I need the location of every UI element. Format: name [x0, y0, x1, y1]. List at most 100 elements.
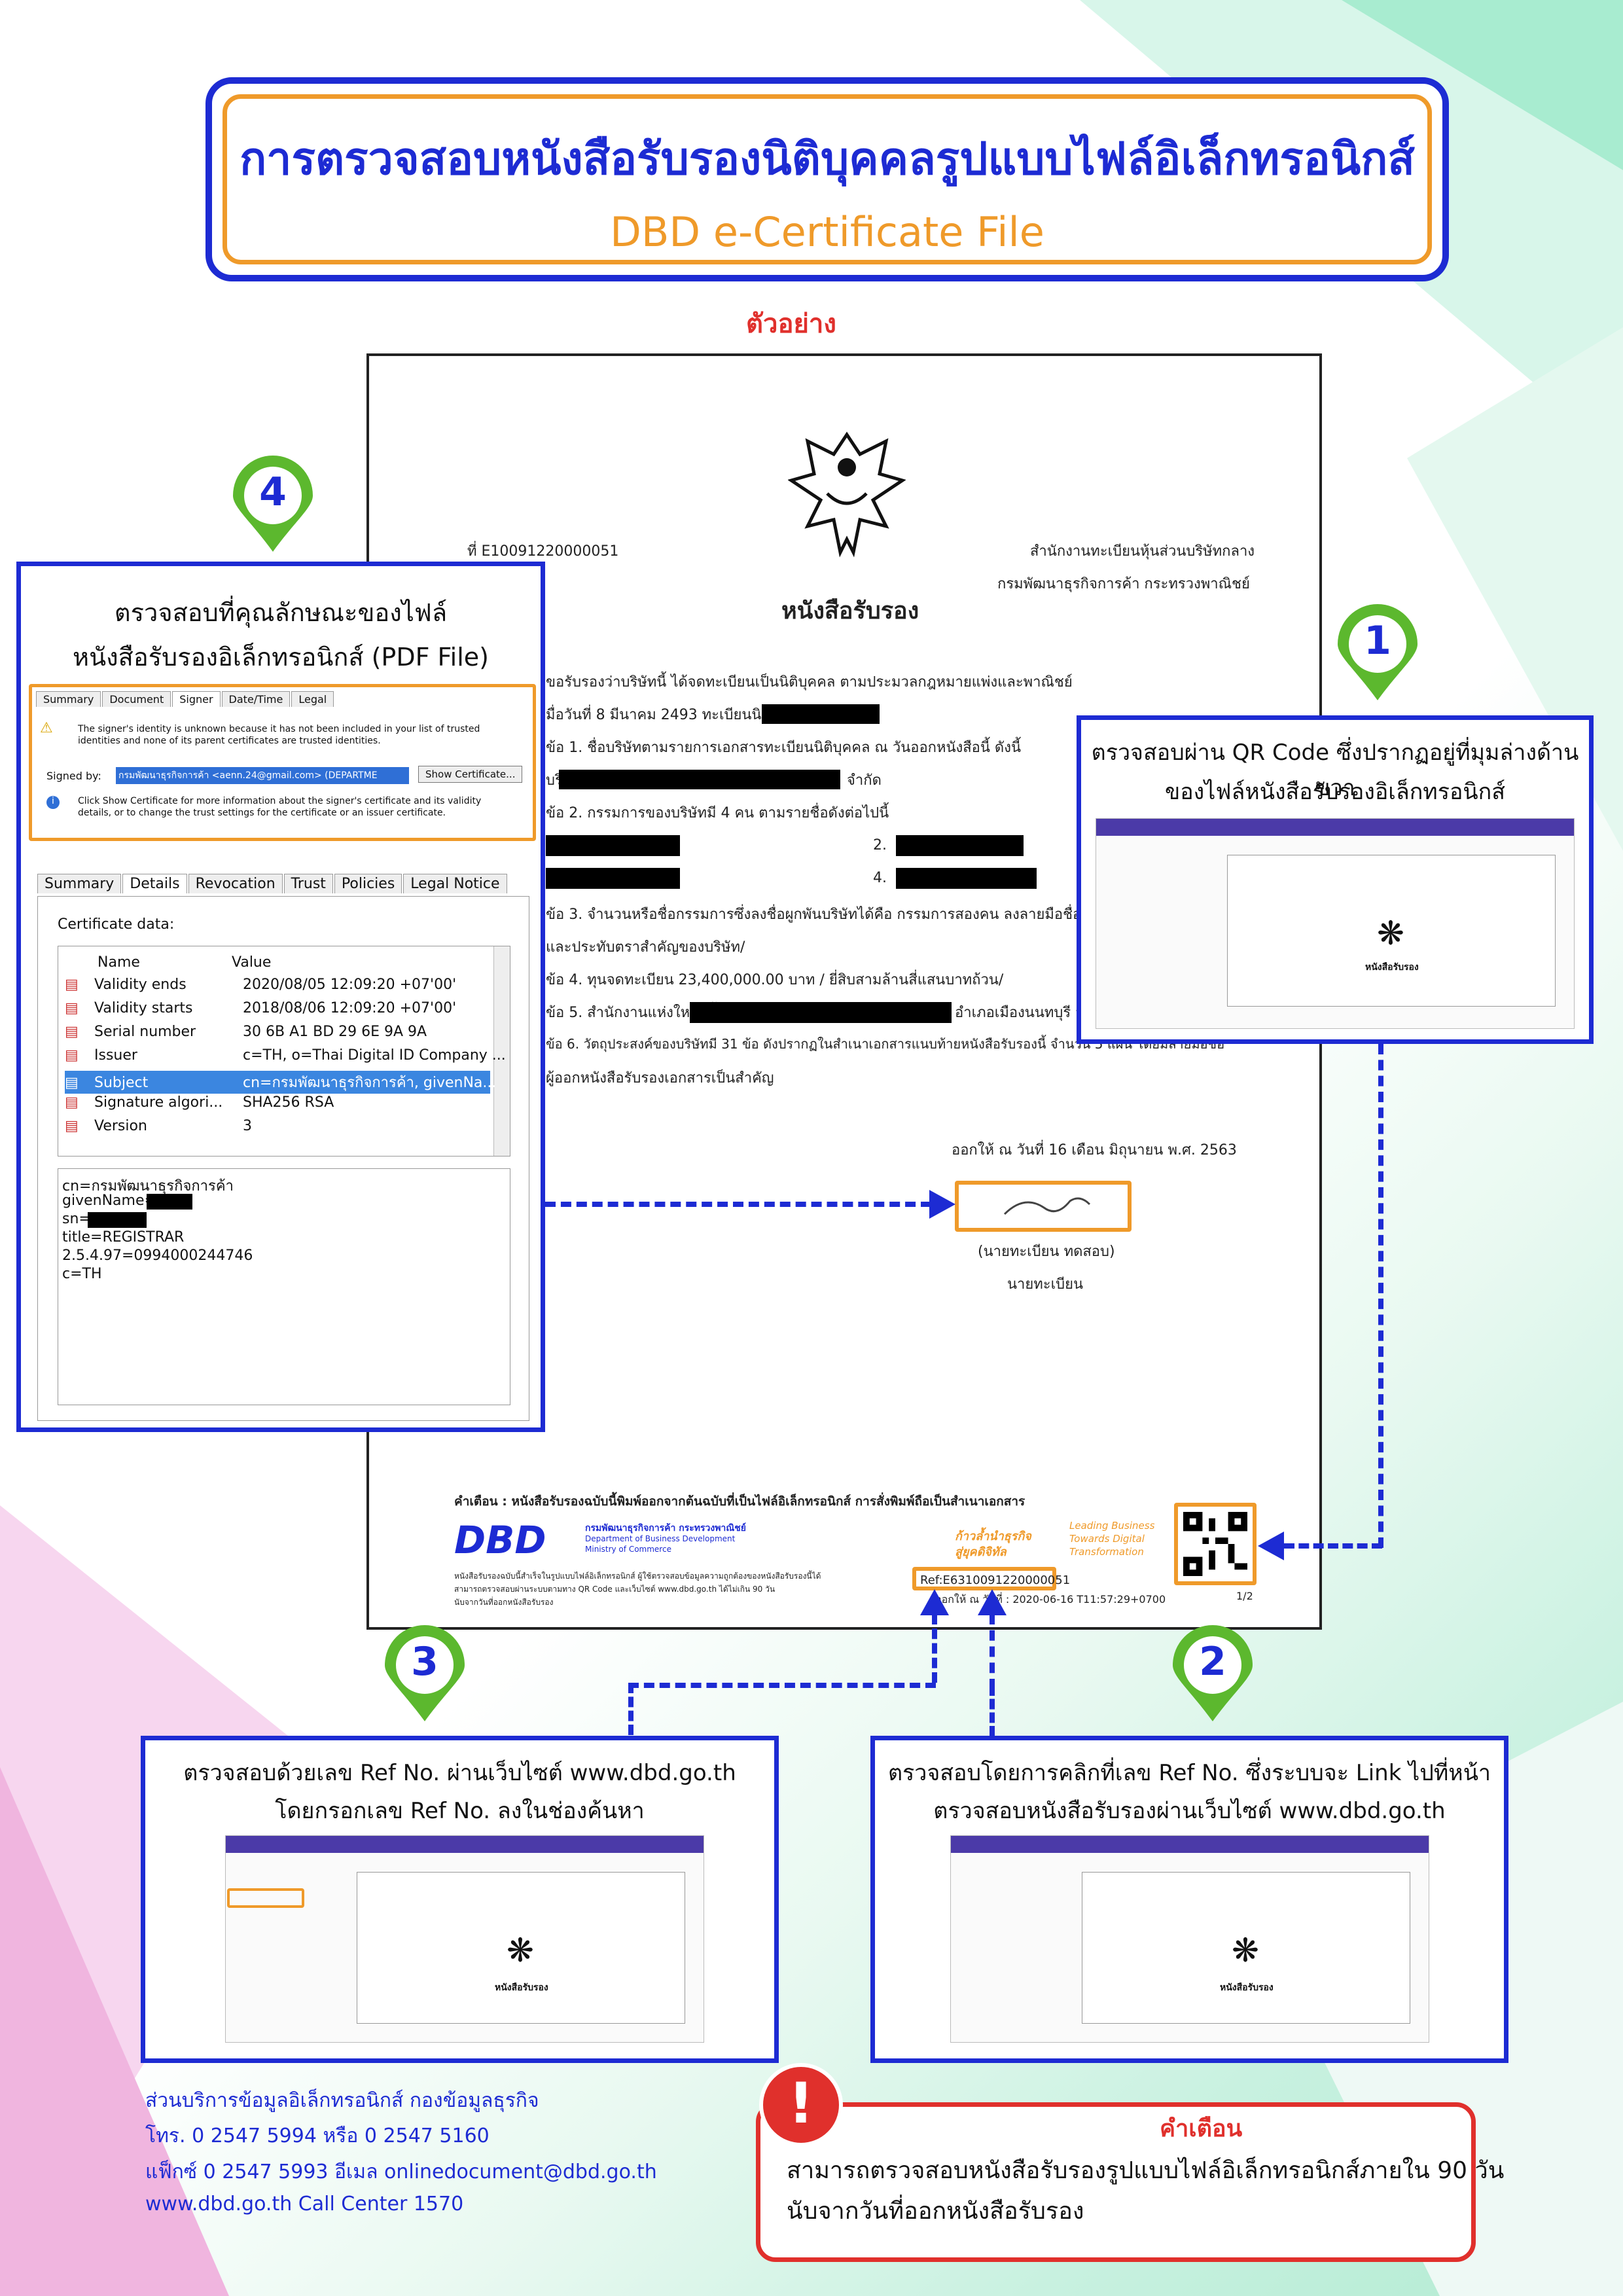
website-screenshot: หนังสือรับรอง ❋: [1096, 818, 1575, 1029]
ref-link[interactable]: Ref:E6310091220000051: [920, 1573, 1071, 1587]
detail-line: cn=กรมพัฒนาธุรกิจการค้า: [62, 1178, 234, 1194]
doc-registrar-title: นายทะเบียน: [1007, 1276, 1084, 1293]
signature-icon: [1003, 1197, 1091, 1215]
sample-label: ตัวอย่าง: [746, 309, 836, 339]
cert-field-value: 2020/08/05 12:09:20 +07'00': [243, 977, 457, 993]
tab-cert-legal-notice[interactable]: Legal Notice: [403, 874, 507, 893]
tab-date-time[interactable]: Date/Time: [221, 691, 291, 707]
signed-by-label: Signed by:: [46, 770, 101, 782]
table-row[interactable]: ▤ Validity starts 2018/08/06 12:09:20 +0…: [65, 1000, 490, 1016]
doc-ref-no: ที่ E10091220000051: [467, 543, 619, 560]
table-row[interactable]: ▤ Validity ends 2020/08/05 12:09:20 +07'…: [65, 977, 490, 993]
tab-summary[interactable]: Summary: [36, 691, 101, 707]
doc-issued-date: ออกให้ ณ วันที่ 16 เดือน มิถุนายน พ.ศ. 2…: [952, 1142, 1237, 1158]
slogan-th1: ก้าวล้ำนำธุรกิจ: [955, 1530, 1031, 1543]
warning-title: คำเตือน: [1160, 2115, 1243, 2142]
dbd-dept-en2: Ministry of Commerce: [585, 1545, 671, 1554]
show-certificate-button[interactable]: Show Certificate...: [418, 766, 523, 783]
panel-check-ref-search: ตรวจสอบด้วยเลข Ref No. ผ่านเว็บไซต์ www.…: [141, 1736, 779, 2063]
cert-field-icon: ▤: [65, 1047, 79, 1064]
tab-cert-details[interactable]: Details: [122, 874, 187, 893]
step-pin-4: 4: [230, 455, 315, 553]
website-preview-pane: หนังสือรับรอง ❋: [1082, 1872, 1410, 2024]
qr-code-highlight[interactable]: [1174, 1503, 1257, 1585]
table-row[interactable]: ▤ Serial number 30 6B A1 BD 29 6E 9A 9A: [65, 1024, 490, 1040]
search-input-highlight[interactable]: [227, 1888, 304, 1908]
signature-properties-highlight: Summary Document Signer Date/Time Legal …: [29, 684, 536, 841]
doc-line: ข้อ 4. ทุนจดทะเบียน 23,400,000.00 บาท / …: [546, 972, 1004, 988]
tab-signer[interactable]: Signer: [172, 691, 221, 707]
redaction-bar: [88, 1212, 147, 1228]
cert-field-icon: ▤: [65, 1075, 79, 1091]
tab-cert-summary[interactable]: Summary: [37, 874, 122, 893]
doc-line: อำเภอเมืองนนทบุรี จั: [955, 1005, 1084, 1021]
cert-field-value: 2018/08/06 12:09:20 +07'00': [243, 1000, 457, 1016]
doc-line: และประทับตราสำคัญของบริษัท/: [546, 939, 745, 956]
sig-warning-line2: identities and none of its parent certif…: [78, 736, 381, 746]
panel-check-ref-link: ตรวจสอบโดยการคลิกที่เลข Ref No. ซึ่งระบบ…: [870, 1736, 1508, 2063]
table-row[interactable]: ▤ Version 3: [65, 1118, 490, 1134]
slogan-en2: Towards Digital: [1069, 1533, 1145, 1545]
panel2-line2: ตรวจสอบหนังสือรับรองผ่านเว็บไซต์ www.dbd…: [933, 1798, 1446, 1824]
garuda-emblem-icon: [788, 431, 906, 558]
doc-title: หนังสือรับรอง: [781, 598, 919, 624]
connector-line: [545, 1202, 931, 1207]
doc-line: ข้อ 2. กรรมการของบริษัทมี 4 คน ตามรายชื่…: [546, 805, 889, 821]
cert-field-icon: ▤: [65, 1094, 79, 1111]
doc-line: ผู้ออกหนังสือรับรองเอกสารเป็นสำคัญ: [546, 1070, 774, 1086]
tab-cert-policies[interactable]: Policies: [334, 874, 402, 893]
redaction-bar: [559, 770, 840, 789]
cert-field-name: Validity starts: [94, 1000, 193, 1016]
cert-field-icon: ▤: [65, 1024, 79, 1040]
panel4-line2: หนังสือรับรองอิเล็กทรอนิกส์ (PDF File): [73, 643, 489, 672]
col-value-header: Value: [232, 954, 272, 971]
certificate-tabs: Summary Details Revocation Trust Policie…: [37, 874, 508, 893]
page-subtitle: DBD e-Certificate File: [610, 208, 1044, 256]
doc-footer-note1: หนังสือรับรองฉบับนี้สำเร็จในรูปแบบไฟล์อิ…: [454, 1571, 821, 1581]
signed-by-value[interactable]: กรมพัฒนาธุรกิจการค้า <aenn.24@gmail.com>…: [116, 767, 409, 784]
table-row[interactable]: ▤ Signature algori... SHA256 RSA: [65, 1094, 490, 1111]
cert-field-value: 3: [243, 1118, 252, 1134]
doc-line: ข้อ 1. ชื่อบริษัทตามรายการเอกสารทะเบียนน…: [546, 740, 1021, 756]
panel-check-file-properties: ตรวจสอบที่คุณลักษณะของไฟล์ หนังสือรับรอง…: [16, 562, 545, 1432]
tab-legal[interactable]: Legal: [291, 691, 334, 707]
certificate-detail-text: cn=กรมพัฒนาธุรกิจการค้า givenName= sn= t…: [58, 1168, 510, 1405]
title-box: การตรวจสอบหนังสือรับรองนิติบุคคลรูปแบบไฟ…: [205, 77, 1449, 281]
step-pin-2: 2: [1170, 1624, 1255, 1723]
slogan-en3: Transformation: [1069, 1546, 1144, 1558]
panel-check-qr-code: ตรวจสอบผ่าน QR Code ซึ่งปรากฏอยู่ที่มุมล…: [1077, 715, 1594, 1044]
warning-line2: นับจากวันที่ออกหนังสือรับรอง: [787, 2198, 1084, 2225]
preview-doc-title: หนังสือรับรอง: [1365, 962, 1419, 973]
website-preview-pane: หนังสือรับรอง ❋: [357, 1872, 685, 2024]
cert-field-value: SHA256 RSA: [243, 1094, 334, 1111]
ref-link-highlight[interactable]: Ref:E6310091220000051: [912, 1567, 1070, 1590]
certificate-data-list: Name Value ▤ Validity ends 2020/08/05 12…: [58, 946, 510, 1157]
info-icon: i: [46, 796, 60, 809]
panel1-line1: ตรวจสอบผ่าน QR Code ซึ่งปรากฏอยู่ที่มุมล…: [1091, 740, 1579, 801]
website-header-bar: [1096, 819, 1574, 836]
table-row[interactable]: ▤ Issuer c=TH, o=Thai Digital ID Company…: [65, 1047, 506, 1064]
arrow-up-icon: [920, 1589, 949, 1615]
doc-line: จำกัด: [847, 772, 882, 789]
list-scrollbar[interactable]: [493, 946, 510, 1156]
doc-line: ข้อ 3. จำนวนหรือชื่อกรรมการซึ่งลงชื่อผูก…: [546, 906, 1126, 923]
panel4-line1: ตรวจสอบที่คุณลักษณะของไฟล์: [114, 598, 448, 627]
cert-field-name: Version: [94, 1118, 147, 1134]
redaction-bar: [546, 868, 680, 889]
doc-line: 2.: [873, 837, 887, 853]
footer-line1: ส่วนบริการข้อมูลอิเล็กทรอนิกส์ กองข้อมูล…: [145, 2089, 539, 2112]
table-row-selected[interactable]: ▤ Subject cn=กรมพัฒนาธุรกิจการค้า, given…: [65, 1071, 496, 1094]
redaction-bar: [546, 835, 680, 856]
cert-field-icon: ▤: [65, 977, 79, 993]
doc-line: 4.: [873, 870, 887, 886]
signature-tabs: Summary Document Signer Date/Time Legal: [36, 691, 335, 707]
tab-document[interactable]: Document: [102, 691, 171, 707]
garuda-emblem-icon: ❋: [1377, 914, 1404, 952]
tab-cert-trust[interactable]: Trust: [283, 874, 333, 893]
cert-field-icon: ▤: [65, 1000, 79, 1016]
doc-footer-note3: นับจากวันที่ออกหนังสือรับรอง: [454, 1598, 554, 1607]
warning-icon: ⚠: [40, 720, 53, 736]
tab-cert-revocation[interactable]: Revocation: [188, 874, 283, 893]
certificate-data-label: Certificate data:: [58, 916, 175, 933]
qr-code-icon[interactable]: [1183, 1512, 1247, 1576]
